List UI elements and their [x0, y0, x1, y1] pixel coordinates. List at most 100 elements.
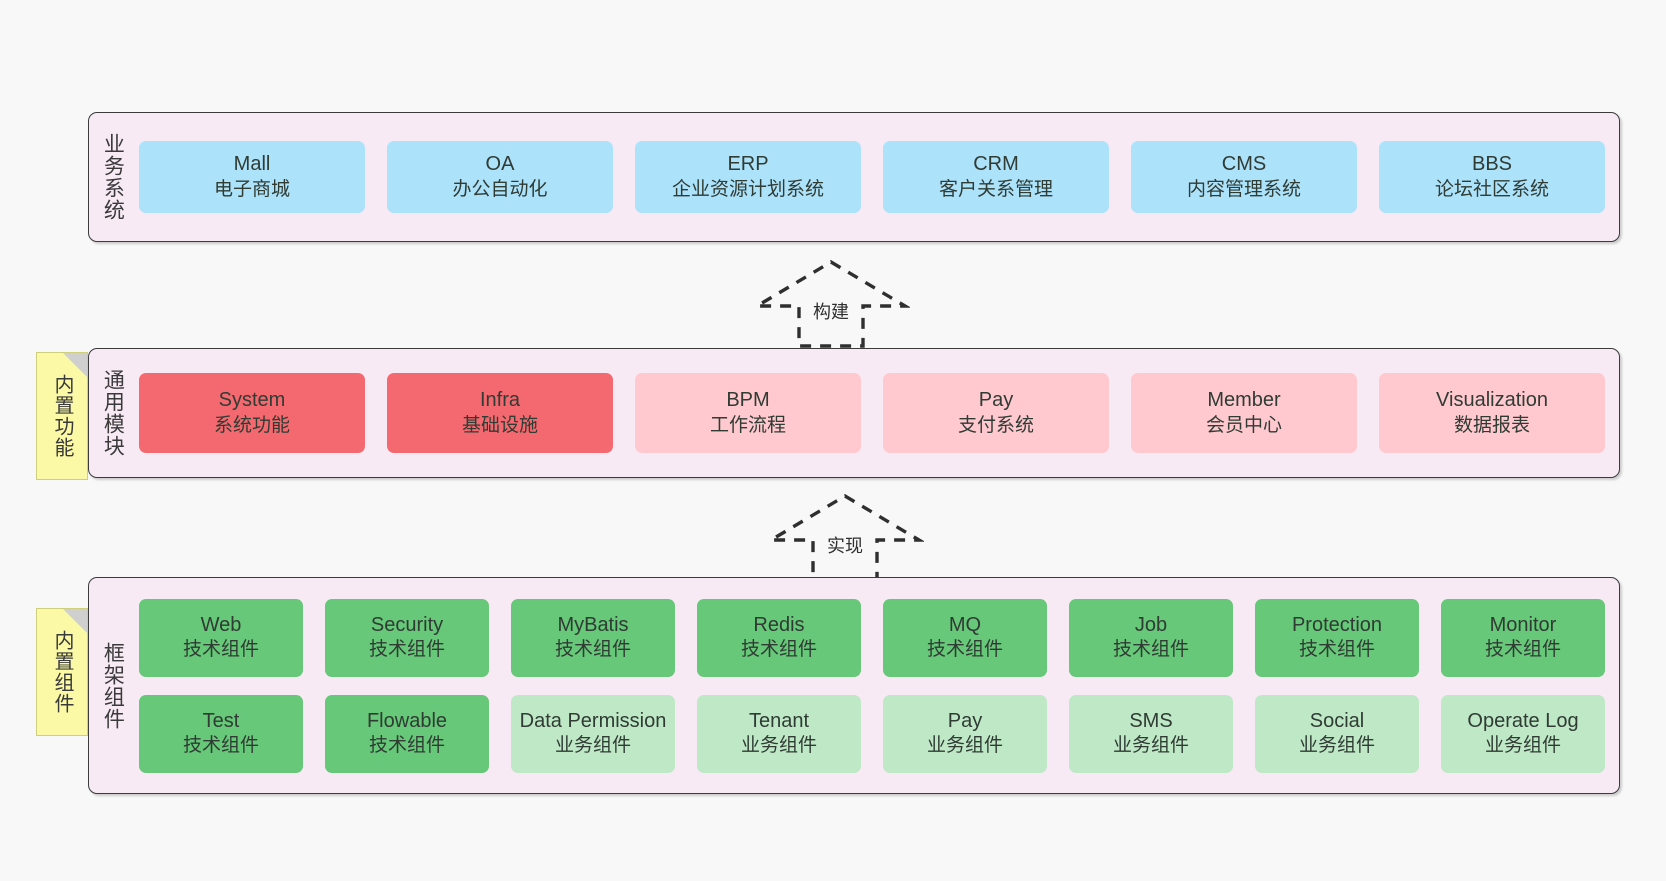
- node-title: Pay: [978, 389, 1014, 412]
- node-title: CMS: [1221, 153, 1267, 176]
- node-protection[interactable]: Protection 技术组件: [1255, 598, 1419, 677]
- node-subtitle: 会员中心: [1205, 414, 1282, 436]
- node-title: Flowable: [366, 709, 448, 732]
- node-redis[interactable]: Redis 技术组件: [697, 598, 861, 677]
- node-title: SMS: [1129, 709, 1173, 732]
- node-title: Monitor: [1489, 613, 1557, 636]
- node-subtitle: 客户关系管理: [938, 178, 1053, 200]
- node-title: Test: [202, 709, 240, 732]
- business-systems-row: Mall 电子商城 OA 办公自动化 ERP 企业资源计划系统 CRM 客户关系…: [139, 141, 1605, 213]
- node-title: CRM: [973, 153, 1019, 176]
- node-cms[interactable]: CMS 内容管理系统: [1131, 141, 1357, 213]
- node-oa[interactable]: OA 办公自动化: [387, 141, 613, 213]
- node-job[interactable]: Job 技术组件: [1069, 598, 1233, 677]
- node-system[interactable]: System 系统功能: [139, 373, 365, 453]
- node-subtitle: 业务组件: [1112, 735, 1189, 757]
- node-tenant[interactable]: Tenant 业务组件: [697, 694, 861, 773]
- node-operate-log[interactable]: Operate Log 业务组件: [1441, 694, 1605, 773]
- node-subtitle: 支付系统: [957, 414, 1034, 436]
- node-title: OA: [485, 153, 515, 176]
- node-sms[interactable]: SMS 业务组件: [1069, 694, 1233, 773]
- node-title: Protection: [1291, 613, 1383, 636]
- node-title: Social: [1309, 709, 1365, 732]
- node-title: Security: [370, 613, 444, 636]
- framework-tech-row: Web 技术组件 Security 技术组件 MyBatis 技术组件 Redi…: [139, 598, 1605, 677]
- node-pay-module[interactable]: Pay 支付系统: [883, 373, 1109, 453]
- note-builtin-functions: 内置功能: [36, 352, 88, 480]
- node-subtitle: 工作流程: [709, 414, 786, 436]
- note-label: 内置功能: [51, 374, 73, 458]
- node-subtitle: 技术组件: [1298, 639, 1375, 661]
- node-bpm[interactable]: BPM 工作流程: [635, 373, 861, 453]
- node-subtitle: 业务组件: [1298, 735, 1375, 757]
- node-test[interactable]: Test 技术组件: [139, 694, 303, 773]
- layer-body-business-systems: Mall 电子商城 OA 办公自动化 ERP 企业资源计划系统 CRM 客户关系…: [135, 113, 1619, 241]
- node-data-permission[interactable]: Data Permission 业务组件: [511, 694, 675, 773]
- node-title: Job: [1134, 613, 1168, 636]
- node-title: Tenant: [748, 709, 810, 732]
- arrow-implement: 实现: [766, 492, 924, 584]
- node-subtitle: 论坛社区系统: [1434, 178, 1549, 200]
- node-title: Mall: [233, 153, 271, 176]
- node-subtitle: 技术组件: [926, 639, 1003, 661]
- common-modules-row: System 系统功能 Infra 基础设施 BPM 工作流程 Pay 支付系统…: [139, 373, 1605, 453]
- node-subtitle: 技术组件: [554, 639, 631, 661]
- node-infra[interactable]: Infra 基础设施: [387, 373, 613, 453]
- node-subtitle: 技术组件: [182, 639, 259, 661]
- layer-common-modules: 通用模块 System 系统功能 Infra 基础设施 BPM 工作流程 Pay…: [88, 348, 1620, 478]
- node-member[interactable]: Member 会员中心: [1131, 373, 1357, 453]
- node-mall[interactable]: Mall 电子商城: [139, 141, 365, 213]
- arrow-build-label: 构建: [813, 302, 849, 322]
- node-subtitle: 业务组件: [740, 735, 817, 757]
- node-subtitle: 业务组件: [926, 735, 1003, 757]
- node-pay-component[interactable]: Pay 业务组件: [883, 694, 1047, 773]
- node-security[interactable]: Security 技术组件: [325, 598, 489, 677]
- node-erp[interactable]: ERP 企业资源计划系统: [635, 141, 861, 213]
- node-title: Infra: [479, 389, 521, 412]
- node-subtitle: 技术组件: [1484, 639, 1561, 661]
- node-social[interactable]: Social 业务组件: [1255, 694, 1419, 773]
- node-subtitle: 技术组件: [182, 735, 259, 757]
- node-mybatis[interactable]: MyBatis 技术组件: [511, 598, 675, 677]
- node-monitor[interactable]: Monitor 技术组件: [1441, 598, 1605, 677]
- node-subtitle: 业务组件: [1484, 735, 1561, 757]
- layer-title-framework-components: 框架组件: [101, 641, 125, 730]
- node-subtitle: 技术组件: [1112, 639, 1189, 661]
- node-subtitle: 电子商城: [213, 178, 290, 200]
- layer-title-business-systems: 业务系统: [101, 133, 125, 221]
- node-title: Pay: [947, 709, 983, 732]
- node-title: Member: [1207, 389, 1281, 412]
- node-subtitle: 系统功能: [213, 414, 290, 436]
- node-subtitle: 技术组件: [368, 639, 445, 661]
- node-title: Visualization: [1436, 389, 1548, 412]
- node-mq[interactable]: MQ 技术组件: [883, 598, 1047, 677]
- node-subtitle: 技术组件: [740, 639, 817, 661]
- node-web[interactable]: Web 技术组件: [139, 598, 303, 677]
- node-subtitle: 业务组件: [554, 735, 631, 757]
- node-subtitle: 企业资源计划系统: [671, 178, 824, 200]
- node-subtitle: 内容管理系统: [1186, 178, 1301, 200]
- node-title: ERP: [727, 153, 769, 176]
- framework-business-row: Test 技术组件 Flowable 技术组件 Data Permission …: [139, 694, 1605, 773]
- node-title: MyBatis: [557, 613, 629, 636]
- node-title: System: [218, 389, 286, 412]
- node-subtitle: 基础设施: [461, 414, 538, 436]
- node-bbs[interactable]: BBS 论坛社区系统: [1379, 141, 1605, 213]
- layer-body-common-modules: System 系统功能 Infra 基础设施 BPM 工作流程 Pay 支付系统…: [135, 349, 1619, 477]
- node-title: Redis: [753, 613, 805, 636]
- node-title: Web: [200, 613, 242, 636]
- node-title: Data Permission: [519, 709, 667, 732]
- node-subtitle: 技术组件: [368, 735, 445, 757]
- arrow-build: 构建: [752, 258, 910, 350]
- layer-business-systems: 业务系统 Mall 电子商城 OA 办公自动化 ERP 企业资源计划系统 CRM…: [88, 112, 1620, 242]
- note-builtin-components: 内置组件: [36, 608, 88, 736]
- node-crm[interactable]: CRM 客户关系管理: [883, 141, 1109, 213]
- note-label: 内置组件: [51, 630, 73, 714]
- node-visualization[interactable]: Visualization 数据报表: [1379, 373, 1605, 453]
- layer-title-common-modules: 通用模块: [101, 369, 125, 457]
- layer-body-framework-components: Web 技术组件 Security 技术组件 MyBatis 技术组件 Redi…: [135, 578, 1619, 793]
- node-flowable[interactable]: Flowable 技术组件: [325, 694, 489, 773]
- node-subtitle: 办公自动化: [452, 178, 548, 200]
- node-title: Operate Log: [1467, 709, 1579, 732]
